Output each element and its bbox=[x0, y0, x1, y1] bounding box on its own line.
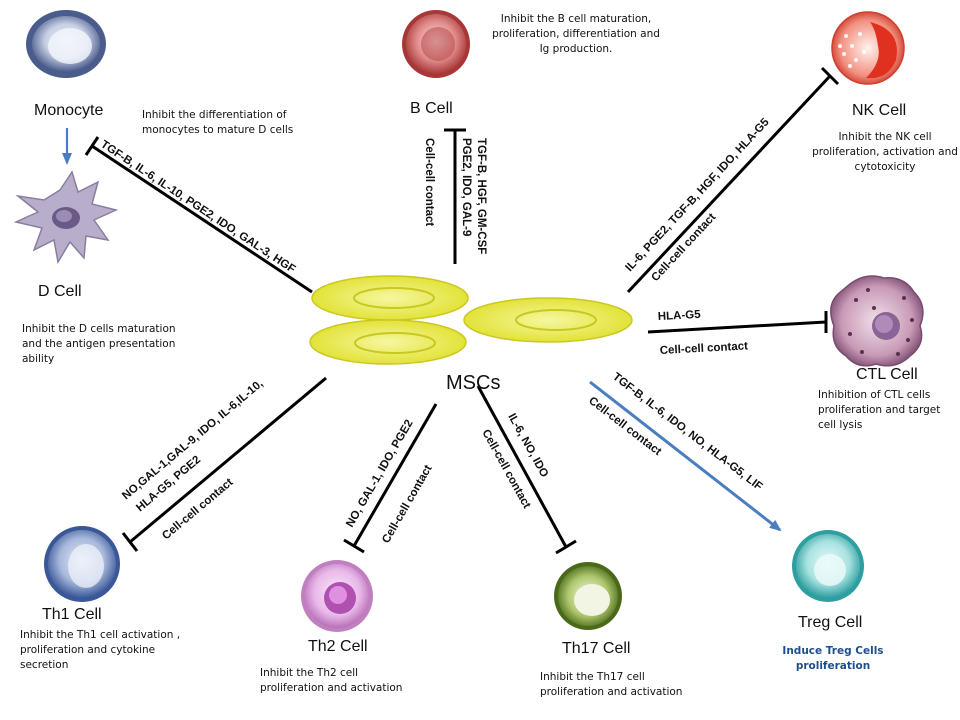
th2-inhibition-line bbox=[343, 403, 438, 554]
monocyte-cell-icon bbox=[26, 10, 106, 78]
th1-cell-effect: Inhibit the Th1 cell activation , prolif… bbox=[20, 629, 181, 671]
treg-cell-title: Treg Cell bbox=[798, 614, 863, 631]
nk-cell-inhibition-line bbox=[626, 66, 840, 294]
treg-cell-effect: Induce Treg Cells proliferation bbox=[782, 645, 884, 672]
th1-mechanism-factors-1: NO,GAL-1,GAL-9, IDO, IL-6,IL-10, bbox=[120, 378, 265, 503]
nk-cell-mechanism-factors: IL-6, PGE2, TGF-B, HGF, IDO, HLA-G5 bbox=[623, 116, 772, 274]
d-cell-title: D Cell bbox=[38, 283, 82, 300]
ctl-cell-icon bbox=[830, 275, 924, 367]
nk-cell-effect: Inhibit the NK cell proliferation, activ… bbox=[812, 131, 958, 173]
th2-cell-effect: Inhibit the Th2 cell proliferation and a… bbox=[260, 667, 403, 694]
ctl-contact-label: Cell-cell contact bbox=[660, 340, 749, 357]
d-cell-inhibition-line bbox=[84, 136, 313, 294]
ctl-mechanism-factors: HLA-G5 bbox=[658, 309, 702, 323]
th2-cell-icon bbox=[301, 560, 373, 632]
nk-cell-icon bbox=[831, 11, 905, 85]
d-cell-mechanism-label: TGF-B, IL-6, IL-10, PGE2, IDO, GAL-3, HG… bbox=[98, 138, 297, 275]
treg-induction-arrow bbox=[589, 380, 782, 532]
th1-cell-icon bbox=[44, 526, 120, 602]
b-cell-inhibition-line bbox=[444, 128, 466, 264]
d-cell-icon bbox=[13, 170, 119, 265]
th2-cell-title: Th2 Cell bbox=[308, 638, 368, 655]
b-cell-icon bbox=[402, 10, 470, 78]
th1-inhibition-line bbox=[121, 376, 327, 552]
ctl-cell-effect: Inhibition of CTL cells proliferation an… bbox=[818, 389, 941, 431]
th17-inhibition-line bbox=[476, 385, 577, 555]
b-cell-mechanism-factors-2: PGE2, IDO, GAL-9 bbox=[460, 138, 472, 236]
b-cell-title: B Cell bbox=[410, 100, 453, 117]
th17-cell-icon bbox=[554, 562, 622, 630]
th1-cell-title: Th1 Cell bbox=[42, 606, 102, 623]
ctl-inhibition-line bbox=[647, 311, 828, 334]
b-cell-contact-label: Cell-cell contact bbox=[423, 138, 435, 226]
th17-cell-effect: Inhibit the Th17 cell proliferation and … bbox=[540, 671, 683, 698]
mscs-label: MSCs bbox=[446, 372, 501, 394]
treg-cell-icon bbox=[792, 530, 864, 602]
mscs-cluster bbox=[309, 275, 633, 365]
nk-cell-title: NK Cell bbox=[852, 102, 907, 119]
b-cell-effect: Inhibit the B cell maturation, prolifera… bbox=[492, 13, 660, 55]
th2-contact-label: Cell-cell contact bbox=[380, 463, 435, 546]
monocyte-title: Monocyte bbox=[34, 102, 104, 119]
th17-cell-title: Th17 Cell bbox=[562, 640, 631, 657]
ctl-cell-title: CTL Cell bbox=[856, 366, 918, 383]
d-cell-effect: Inhibit the D cells maturation and the a… bbox=[22, 323, 176, 365]
b-cell-mechanism-factors-1: TGF-B, HGF, GM-CSF bbox=[475, 138, 487, 254]
nk-cell-contact-label: Cell-cell contact bbox=[649, 211, 718, 284]
monocyte-effect: Inhibit the differentiation of monocytes… bbox=[142, 109, 294, 136]
